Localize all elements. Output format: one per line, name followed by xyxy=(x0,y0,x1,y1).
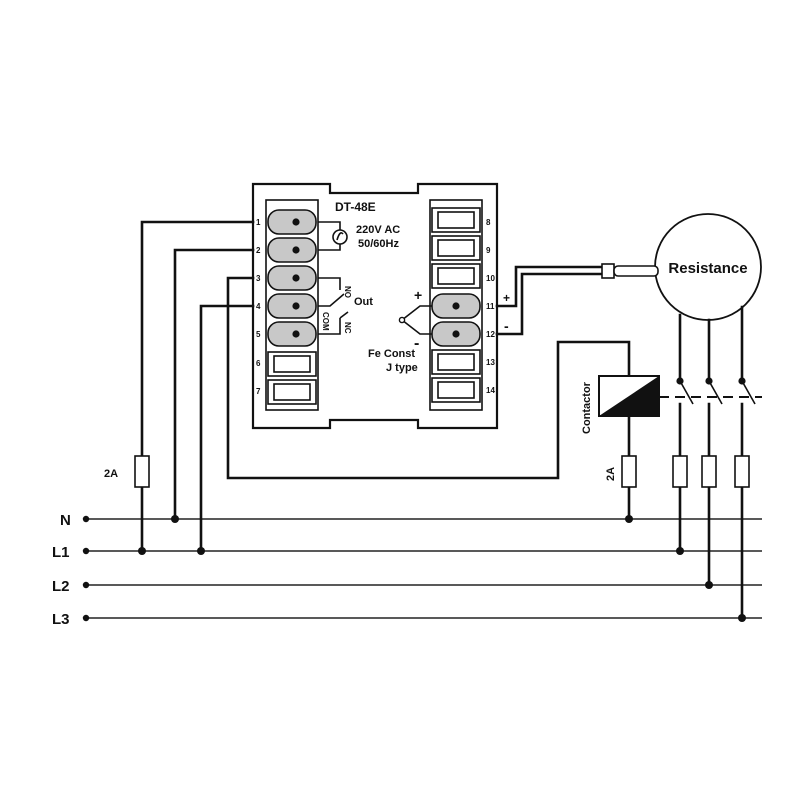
relay-contact-icon xyxy=(318,277,349,335)
terminal-8[interactable] xyxy=(431,207,481,233)
contactor-switch-1 xyxy=(672,313,694,555)
terminal-5[interactable] xyxy=(267,321,317,347)
terminal-number: 10 xyxy=(486,274,495,283)
sensor-type-line1: Fe Const xyxy=(368,348,415,360)
terminal-12[interactable] xyxy=(431,321,481,347)
terminal-11[interactable] xyxy=(431,293,481,319)
contactor-fuse xyxy=(621,455,637,488)
thermocouple-icon xyxy=(398,305,432,335)
junction-dot xyxy=(625,515,633,523)
wire-terminal-3-to-contactor xyxy=(226,276,631,480)
contactor-switch-3 xyxy=(734,305,756,622)
junction-dot xyxy=(138,547,146,555)
sensor-minus-sign: - xyxy=(414,335,419,352)
output-label: Out xyxy=(354,296,373,308)
device-model: DT-48E xyxy=(335,200,376,214)
line-label-l1: L1 xyxy=(52,544,70,561)
terminal-number: 3 xyxy=(256,274,261,283)
contactor-coil xyxy=(598,375,660,417)
supply-fuse-label: 2A xyxy=(104,468,118,480)
terminal-number: 14 xyxy=(486,386,495,395)
terminal-6[interactable] xyxy=(267,351,317,377)
terminal-number: 6 xyxy=(256,359,261,368)
terminal-9[interactable] xyxy=(431,235,481,261)
terminal-14[interactable] xyxy=(431,377,481,403)
probe-minus-sign: - xyxy=(504,318,509,334)
terminal-10[interactable] xyxy=(431,263,481,289)
relay-com-label: COM xyxy=(321,312,330,331)
terminal-number: 4 xyxy=(256,302,261,311)
terminal-3[interactable] xyxy=(267,265,317,291)
terminal-4[interactable] xyxy=(267,293,317,319)
wire-terminal-2 xyxy=(173,248,255,521)
wire-terminal-4 xyxy=(199,304,255,553)
ac-source-icon xyxy=(318,221,348,251)
relay-nc-label: NC xyxy=(343,322,352,334)
terminal-2[interactable] xyxy=(267,237,317,263)
bus-terminal-dot xyxy=(82,515,90,523)
probe-plus-sign: + xyxy=(503,291,510,305)
supply-voltage: 220V AC xyxy=(356,224,400,236)
junction-dot xyxy=(171,515,179,523)
terminal-number: 12 xyxy=(486,330,495,339)
terminal-number: 2 xyxy=(256,246,261,255)
temperature-probe xyxy=(495,263,659,336)
terminal-number: 7 xyxy=(256,387,261,396)
bus-terminal-dot xyxy=(82,547,90,555)
terminal-7[interactable] xyxy=(267,379,317,405)
line-label-l2: L2 xyxy=(52,578,70,595)
line-label-l3: L3 xyxy=(52,611,70,628)
terminal-number: 5 xyxy=(256,330,261,339)
supply-fuse xyxy=(134,455,150,488)
terminal-number: 9 xyxy=(486,246,491,255)
supply-frequency: 50/60Hz xyxy=(358,238,399,250)
wire-terminal-1 xyxy=(140,220,255,553)
bus-terminal-dot xyxy=(82,614,90,622)
bus-terminal-dot xyxy=(82,581,90,589)
contactor-label: Contactor xyxy=(581,381,593,434)
terminal-13[interactable] xyxy=(431,349,481,375)
terminal-number: 8 xyxy=(486,218,491,227)
terminal-1[interactable] xyxy=(267,209,317,235)
terminal-number: 1 xyxy=(256,218,261,227)
sensor-type-line2: J type xyxy=(386,362,418,374)
contactor-fuse-label: 2A xyxy=(605,467,617,481)
relay-no-label: NO xyxy=(343,286,352,298)
junction-dot xyxy=(197,547,205,555)
line-label-n: N xyxy=(60,512,71,529)
contactor-switch-2 xyxy=(701,318,723,589)
terminal-number: 13 xyxy=(486,358,495,367)
sensor-plus-sign: + xyxy=(414,287,422,303)
resistance-label: Resistance xyxy=(668,260,747,277)
terminal-number: 11 xyxy=(486,302,495,311)
